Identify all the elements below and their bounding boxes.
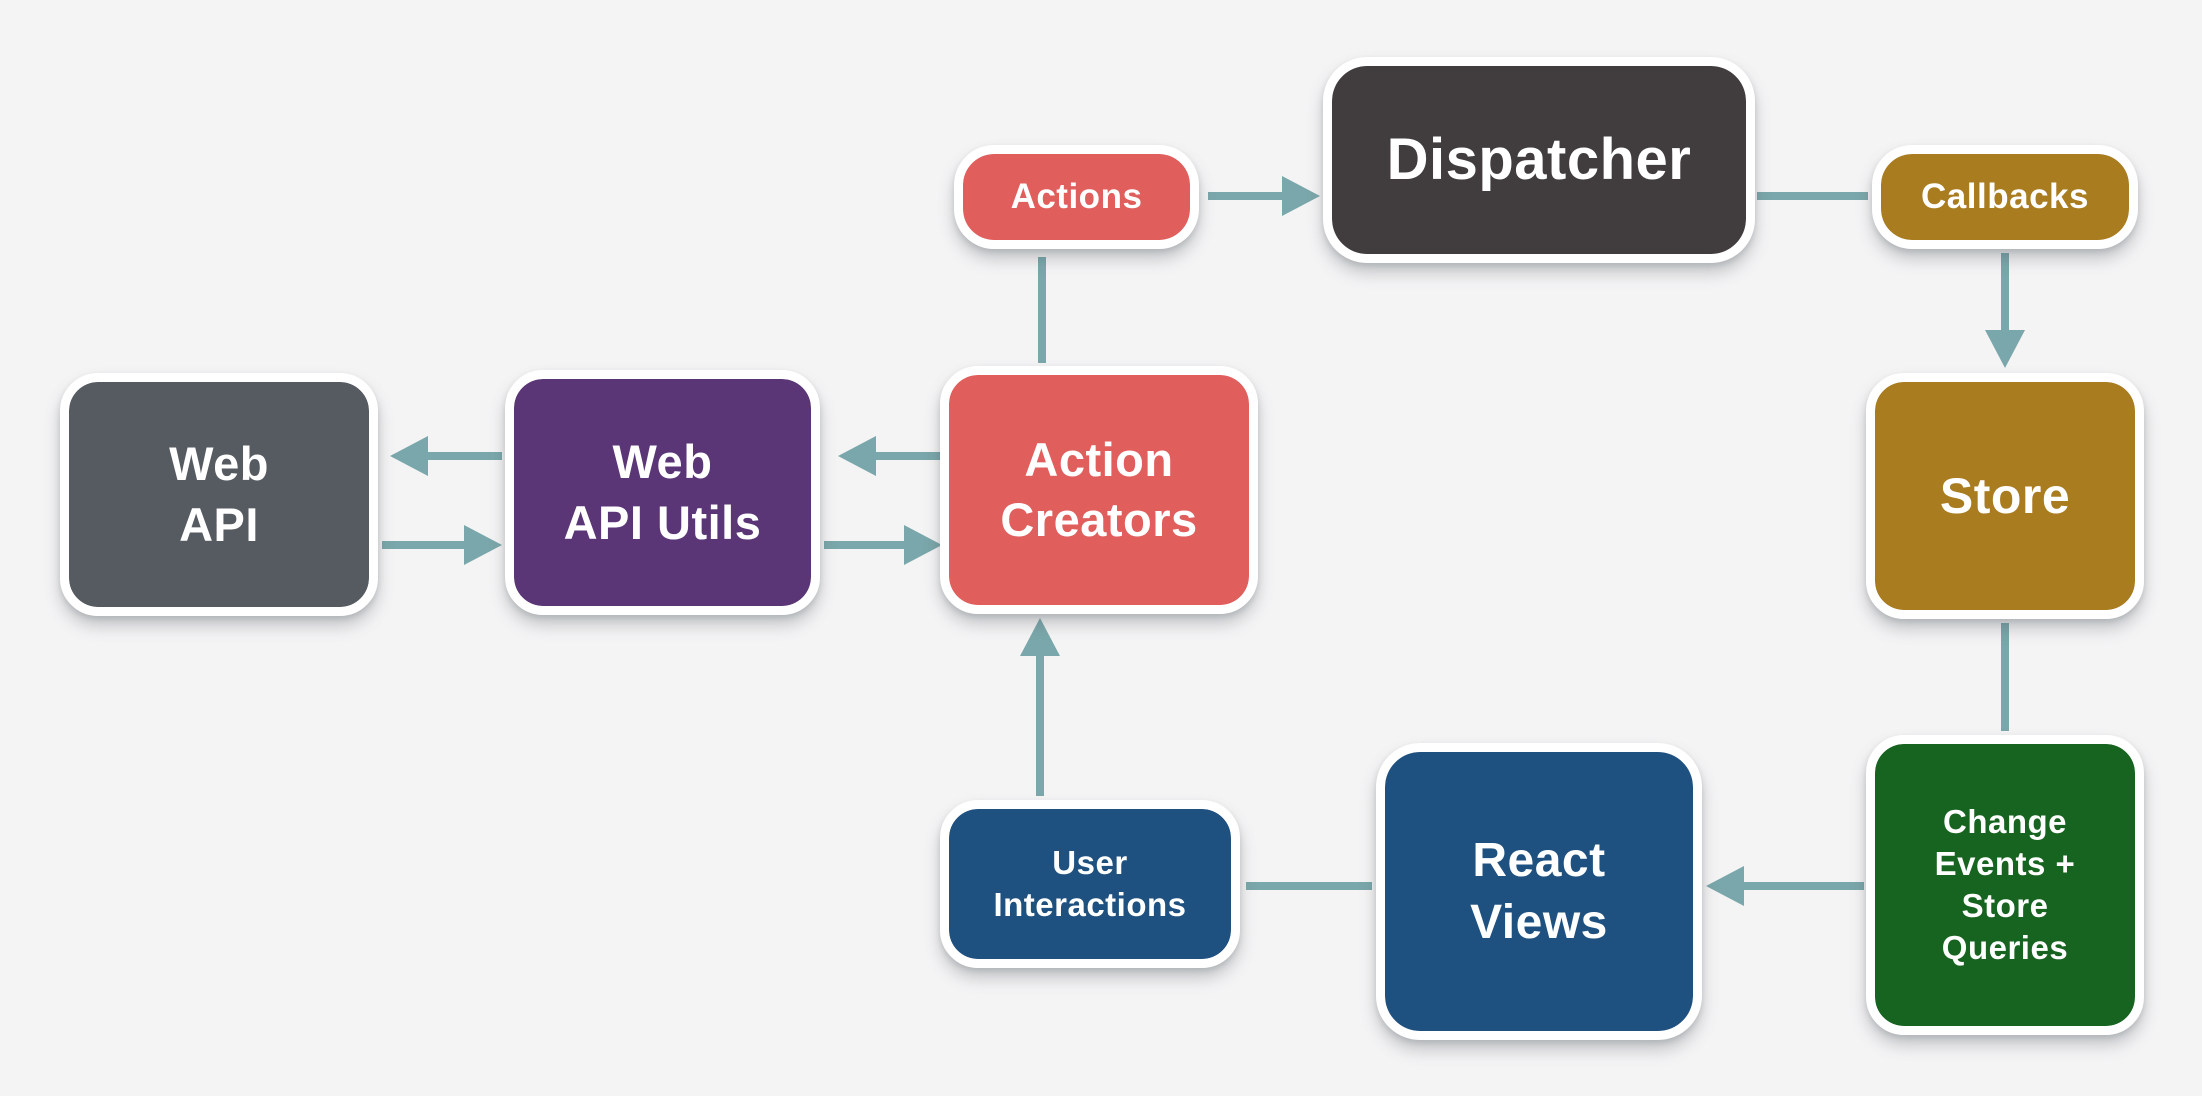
edge-actions-to-dispatcher-line <box>1208 192 1282 200</box>
edge-user-interactions-to-action-creators-line <box>1036 654 1044 796</box>
edge-change-events-to-react-views-line <box>1744 882 1864 890</box>
node-user-interactions-label: User Interactions <box>993 843 1187 923</box>
node-web-api-utils: Web API Utils <box>505 370 820 615</box>
edge-web-api-utils-to-action-creators-arrowhead <box>904 525 942 565</box>
edge-callbacks-to-store-arrowhead <box>1985 330 2025 368</box>
edge-callbacks-to-store-line <box>2001 253 2009 330</box>
edge-web-api-to-web-api-utils-arrowhead <box>464 525 502 565</box>
edge-web-api-utils-to-web-api-line <box>428 452 502 460</box>
node-store: Store <box>1866 373 2144 619</box>
node-change-events: Change Events + Store Queries <box>1866 735 2144 1035</box>
node-user-interactions: User Interactions <box>940 800 1240 968</box>
edge-store-to-change-events-line <box>2001 623 2009 731</box>
node-web-api: Web API <box>60 373 378 616</box>
node-web-api-label: Web API <box>169 437 269 551</box>
node-react-views: React Views <box>1376 743 1702 1040</box>
node-dispatcher: Dispatcher <box>1323 57 1755 263</box>
edge-web-api-utils-to-action-creators-line <box>824 541 904 549</box>
edge-actions-to-dispatcher-arrowhead <box>1282 176 1320 216</box>
edge-change-events-to-react-views-arrowhead <box>1706 866 1744 906</box>
edge-web-api-utils-to-web-api-arrowhead <box>390 436 428 476</box>
node-callbacks-label: Callbacks <box>1921 176 2089 216</box>
node-store-label: Store <box>1939 468 2071 524</box>
edge-action-creators-to-web-api-utils-line <box>876 452 942 460</box>
edge-react-views-to-user-interactions-line <box>1246 882 1372 890</box>
node-actions-label: Actions <box>1010 176 1143 216</box>
edge-dispatcher-to-callbacks-line <box>1757 192 1868 200</box>
node-web-api-utils-label: Web API Utils <box>563 435 762 549</box>
edge-action-creators-to-web-api-utils-arrowhead <box>838 436 876 476</box>
node-actions: Actions <box>954 145 1199 249</box>
node-change-events-label: Change Events + Store Queries <box>1934 802 2076 967</box>
node-callbacks: Callbacks <box>1872 145 2138 249</box>
node-action-creators-label: Action Creators <box>1000 432 1198 546</box>
node-dispatcher-label: Dispatcher <box>1386 126 1692 192</box>
node-action-creators: Action Creators <box>940 366 1258 614</box>
node-react-views-label: React Views <box>1470 834 1608 949</box>
edge-web-api-to-web-api-utils-line <box>382 541 464 549</box>
edge-user-interactions-to-action-creators-arrowhead <box>1020 618 1060 656</box>
edge-action-creators-to-actions-line <box>1038 257 1046 363</box>
